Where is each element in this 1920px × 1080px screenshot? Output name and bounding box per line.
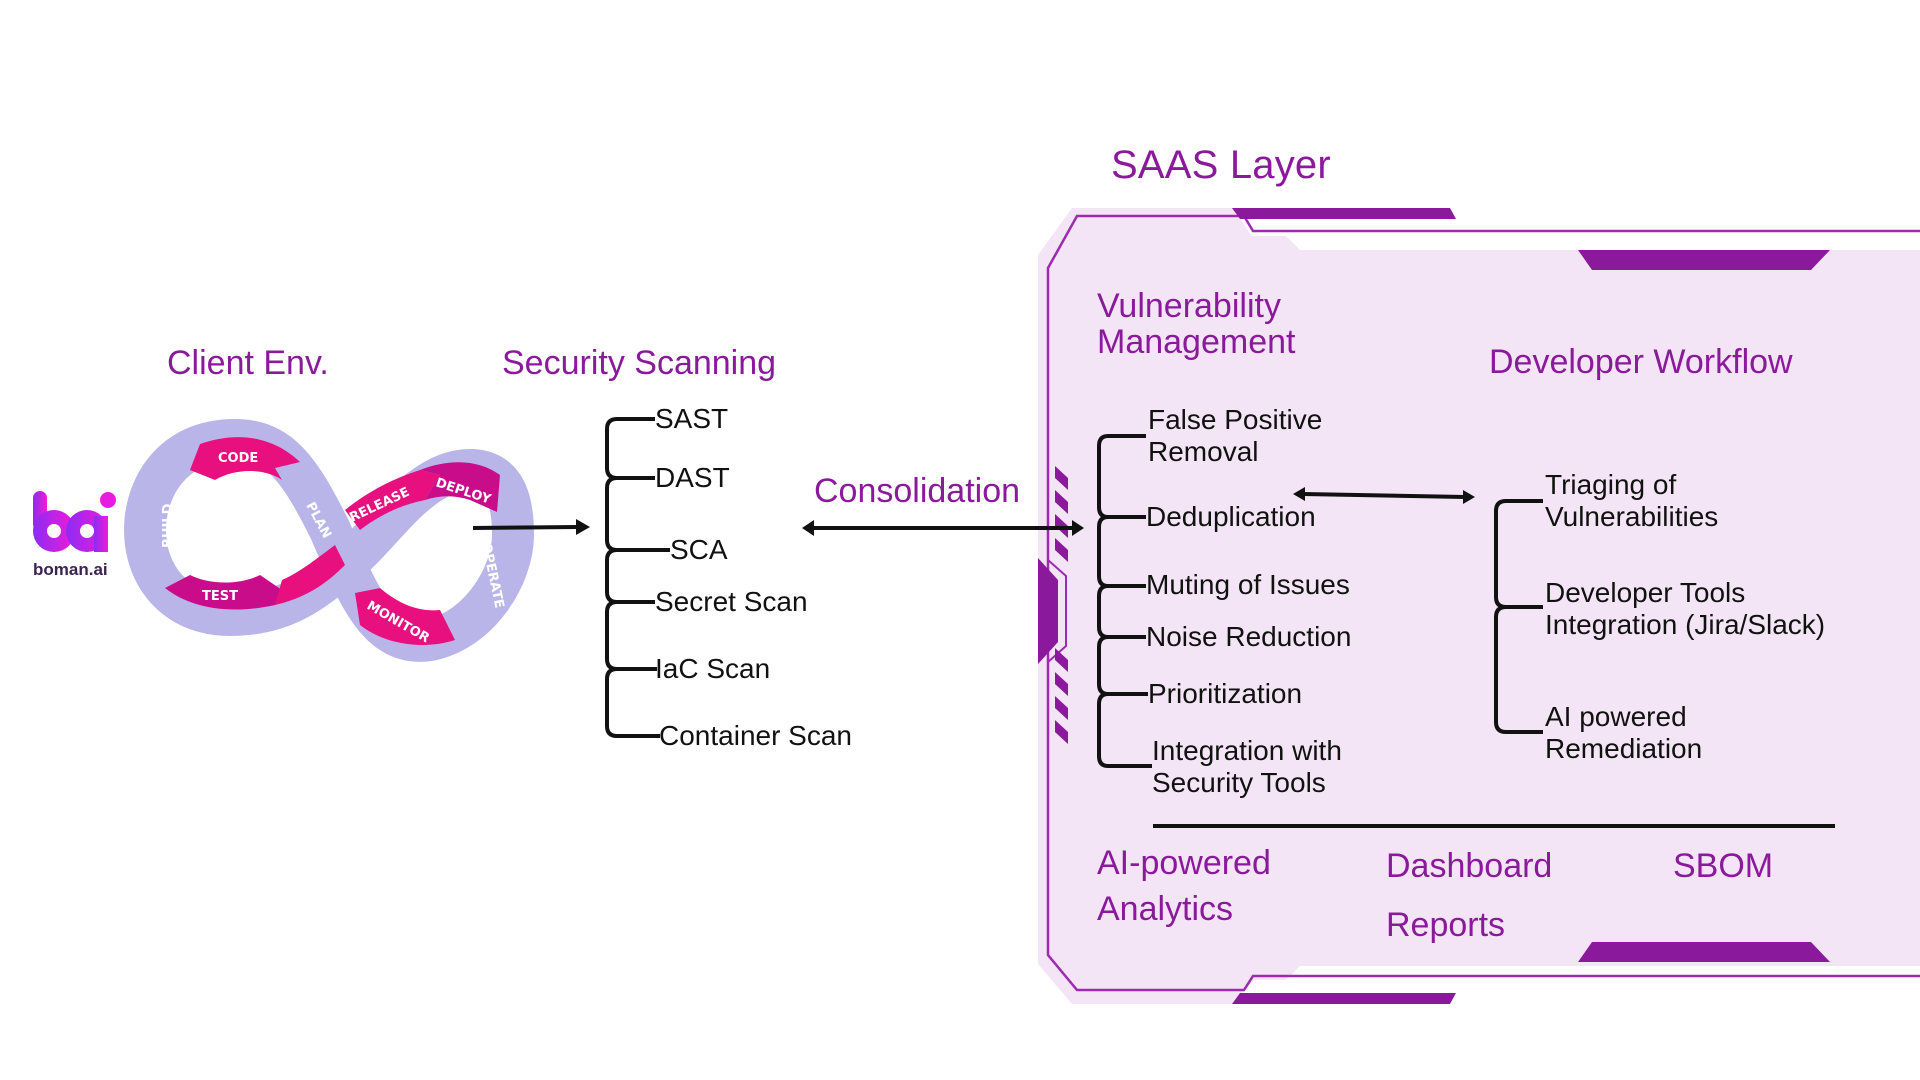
saas-layer-title: SAAS Layer — [1111, 143, 1331, 187]
panel-side-stripes-bottom — [1055, 648, 1068, 744]
panel-side-stripe — [1055, 672, 1068, 696]
panel-side-stripe — [1055, 490, 1068, 514]
scan-item-sca: SCA — [670, 534, 728, 565]
scanning-bracket — [605, 417, 670, 738]
dw-item-triaging: Triaging of Vulnerabilities — [1545, 469, 1719, 532]
vm-bracket — [1097, 434, 1152, 768]
segment-test — [165, 575, 282, 610]
stage-label-test: TEST — [202, 589, 238, 604]
infinity-base — [123, 418, 535, 662]
arrowhead-right — [1463, 490, 1475, 504]
security-scanning-heading: Security Scanning — [502, 344, 777, 382]
arrow-vm-dw — [1302, 492, 1466, 499]
ai-analytics-label: AI-powered Analytics — [1097, 844, 1271, 928]
vm-item-prioritization: Prioritization — [1148, 678, 1303, 709]
client-env-heading: Client Env. — [167, 344, 329, 382]
panel-side-hexagon — [1038, 558, 1058, 664]
panel-side-stripe — [1055, 538, 1068, 562]
accent-bar-top-left — [1232, 208, 1456, 219]
scan-item-iac: IaC Scan — [655, 653, 771, 684]
accent-bar-bottom-left — [1232, 993, 1456, 1004]
accent-bar-top-right — [1578, 250, 1830, 270]
arrowhead-right — [1072, 520, 1084, 536]
arrow-client-to-scanning — [472, 525, 579, 530]
vm-item-false-positive: False Positive Removal — [1148, 404, 1323, 467]
arrowhead-left — [1293, 487, 1305, 501]
segment-deploy — [420, 462, 500, 512]
vm-item-integration: Integration with Security Tools — [1152, 735, 1342, 798]
scan-item-secret: Secret Scan — [655, 586, 808, 617]
boman-logo: boman.ai — [30, 488, 120, 584]
saas-panel-background — [1038, 208, 1920, 1004]
panel-side-stripe — [1055, 720, 1068, 744]
dw-heading: Developer Workflow — [1489, 343, 1793, 381]
scan-item-sast: SAST — [655, 403, 729, 434]
vm-heading: Vulnerability Management — [1097, 288, 1295, 360]
segment-monitor — [355, 588, 455, 645]
consolidation-label: Consolidation — [814, 472, 1021, 510]
dw-item-ai-remediation: AI powered Remediation — [1545, 701, 1703, 764]
sbom-label: SBOM — [1673, 847, 1774, 885]
segment-test-tail — [275, 545, 345, 605]
arrowhead-right — [576, 519, 590, 535]
vm-item-noise-reduction: Noise Reduction — [1146, 621, 1352, 652]
vm-item-deduplication: Deduplication — [1146, 501, 1316, 532]
scan-item-container: Container Scan — [659, 720, 853, 751]
dw-bracket — [1494, 499, 1543, 734]
vm-heading-line1: Vulnerability — [1097, 287, 1281, 325]
stage-label-code: CODE — [218, 451, 258, 466]
panel-side-stripe — [1055, 648, 1068, 672]
accent-bar-bottom-right — [1578, 942, 1830, 962]
boman-logo-icon — [33, 491, 116, 552]
dashboard-label: Dashboard — [1386, 847, 1553, 885]
vm-item-muting: Muting of Issues — [1146, 569, 1350, 600]
panel-side-stripe — [1055, 466, 1068, 490]
panel-top-notch — [1286, 236, 1920, 250]
vm-heading-line2: Management — [1097, 323, 1296, 361]
panel-side-stripe — [1055, 696, 1068, 720]
dw-item-dev-tools: Developer Tools Integration (Jira/Slack) — [1545, 577, 1826, 640]
arrowhead-left — [802, 520, 814, 536]
stage-label-build: BUILD — [161, 503, 176, 548]
logo-wordmark: boman.ai — [33, 560, 108, 579]
scan-item-dast: DAST — [655, 462, 730, 493]
segment-release — [345, 470, 440, 530]
reports-label: Reports — [1386, 906, 1506, 944]
segment-code — [190, 437, 300, 480]
